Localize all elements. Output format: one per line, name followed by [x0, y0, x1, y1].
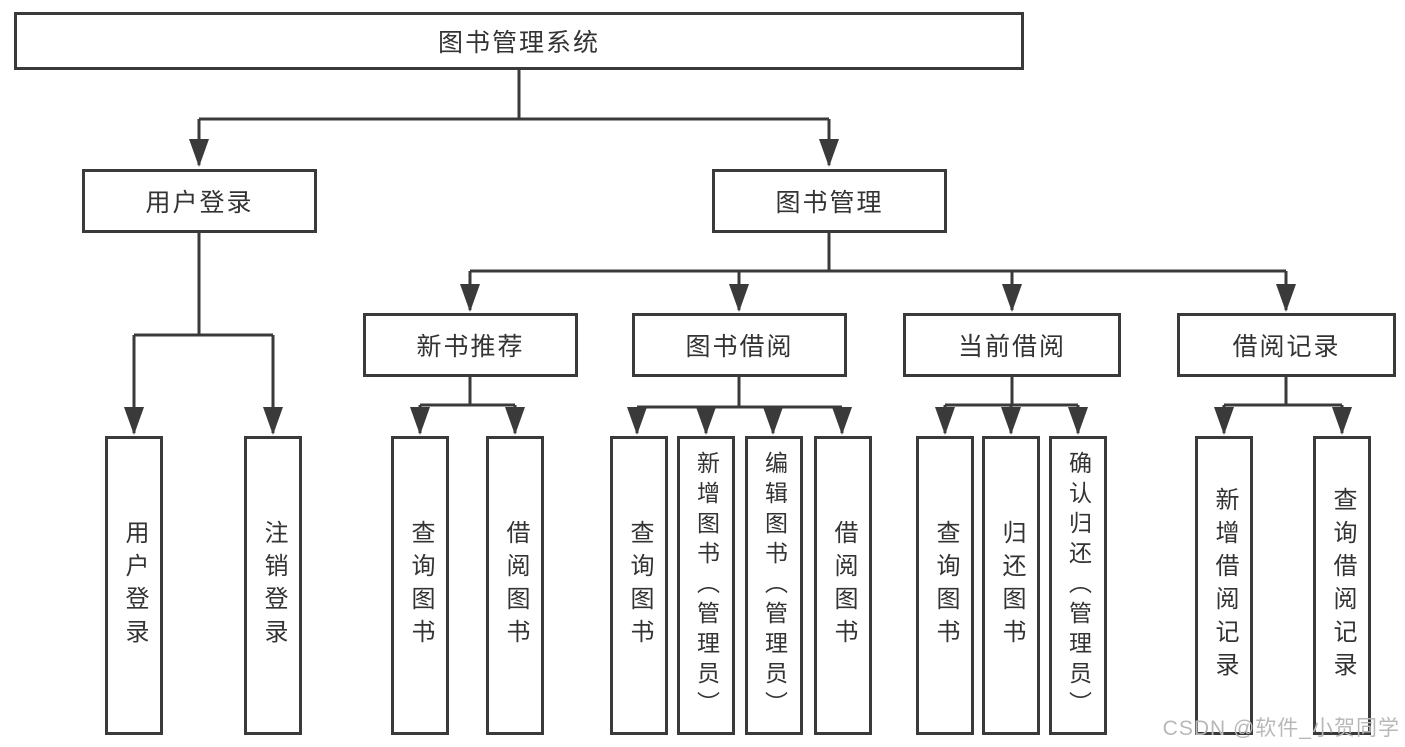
- leaf-label: 查询借阅记录: [1329, 486, 1356, 685]
- leaf-label: 借阅图书: [502, 519, 529, 652]
- leaf-query-borrow-record: 查询借阅记录: [1313, 436, 1371, 735]
- leaf-label: 查询图书: [932, 519, 959, 652]
- leaf-label: 新增借阅记录: [1211, 486, 1238, 685]
- node-book-management-system: 图书管理系统: [14, 12, 1024, 70]
- leaf-label: 用户登录: [121, 519, 148, 652]
- leaf-label: 注销登录: [260, 519, 287, 652]
- leaf-label: 新增图书（管理员）: [693, 450, 720, 721]
- leaf-label: 借阅图书: [830, 519, 857, 652]
- csdn-watermark: CSDN @软件_小贺同学: [1162, 717, 1400, 740]
- node-current-borrow: 当前借阅: [903, 313, 1121, 377]
- leaf-borrow-books-recommend: 借阅图书: [486, 436, 544, 735]
- leaf-add-borrow-record: 新增借阅记录: [1195, 436, 1253, 735]
- leaf-label: 查询图书: [407, 519, 434, 652]
- node-book-borrow: 图书借阅: [632, 313, 847, 377]
- leaf-logout: 注销登录: [244, 436, 302, 735]
- leaf-query-books-borrow: 查询图书: [610, 436, 668, 735]
- leaf-query-books-current: 查询图书: [916, 436, 974, 735]
- node-new-book-recommend: 新书推荐: [363, 313, 578, 377]
- leaf-query-books-recommend: 查询图书: [391, 436, 449, 735]
- leaf-edit-book-admin: 编辑图书（管理员）: [745, 436, 803, 735]
- leaf-label: 归还图书: [998, 519, 1025, 652]
- leaf-confirm-return-admin: 确认归还（管理员）: [1049, 436, 1107, 735]
- leaf-add-book-admin: 新增图书（管理员）: [677, 436, 735, 735]
- leaf-label: 查询图书: [626, 519, 653, 652]
- node-book-management: 图书管理: [712, 169, 947, 233]
- node-borrow-records: 借阅记录: [1177, 313, 1396, 377]
- leaf-label: 编辑图书（管理员）: [761, 450, 788, 721]
- leaf-borrow-books: 借阅图书: [814, 436, 872, 735]
- leaf-return-book: 归还图书: [982, 436, 1040, 735]
- leaf-user-login: 用户登录: [105, 436, 163, 735]
- node-user-login: 用户登录: [82, 169, 317, 233]
- leaf-label: 确认归还（管理员）: [1065, 450, 1092, 721]
